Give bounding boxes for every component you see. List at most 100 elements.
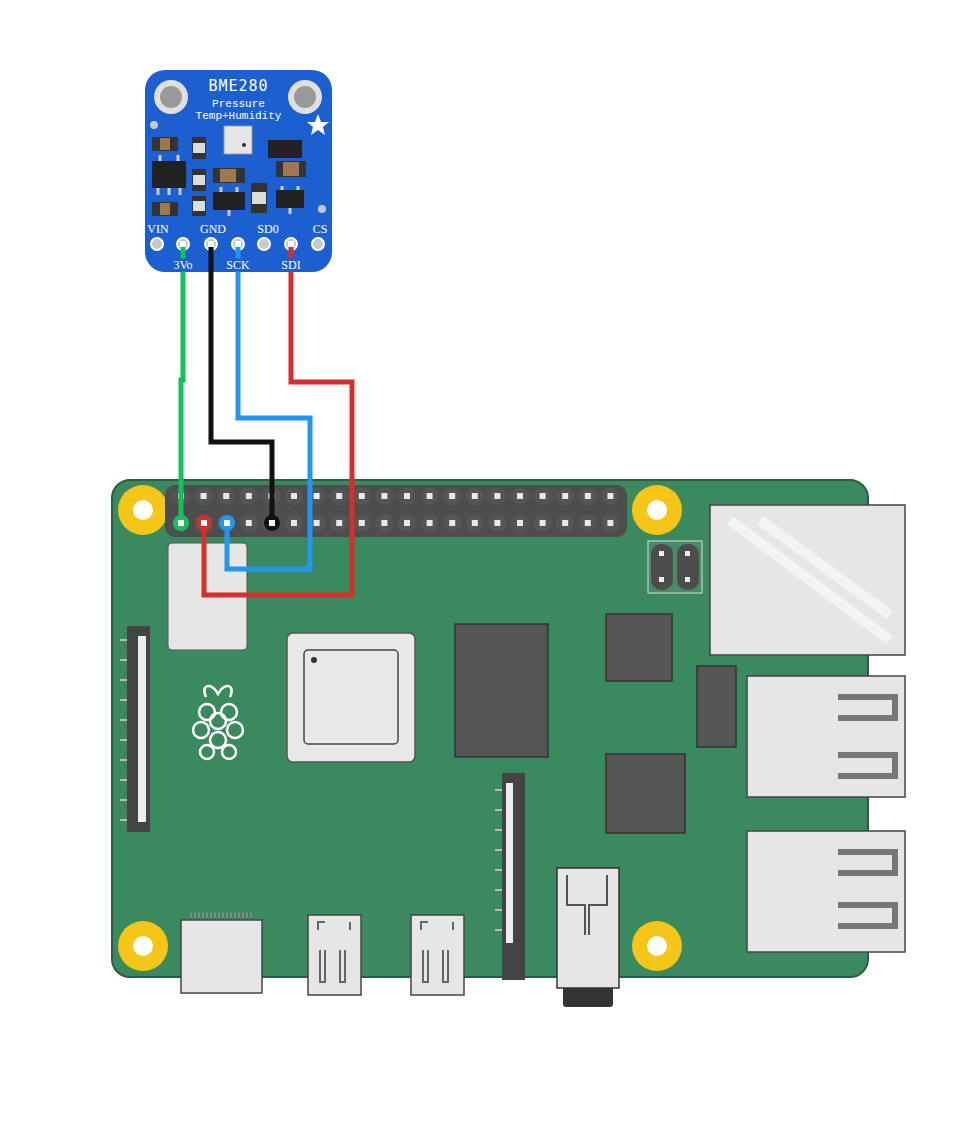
- raspberry-pi-board-part: [685, 577, 690, 582]
- gpio-header-part: [217, 487, 235, 505]
- raspberry-pi-board: [112, 480, 905, 1007]
- gpio-header-part: [607, 520, 613, 526]
- gpio-header-part: [472, 493, 478, 499]
- bme280-breakout-part: [307, 114, 329, 135]
- gpio-header-part: [472, 520, 478, 526]
- bme280-breakout-part: [282, 186, 298, 214]
- raspberry-pi-board-part: [730, 520, 890, 640]
- gpio-header-part: [511, 487, 529, 505]
- bme280-breakout-part: [276, 161, 306, 177]
- bme280-breakout-part: [192, 196, 206, 216]
- raspberry-pi-board-part: [659, 577, 664, 582]
- bme280-breakout-part: [213, 168, 245, 183]
- raspberry-pi-board-part: [567, 875, 607, 935]
- bme280-breakout-part: [145, 70, 332, 272]
- gpio-header-part: [336, 520, 342, 526]
- board-name: BME280: [145, 77, 332, 95]
- bme280-breakout-part: [283, 162, 299, 176]
- bme280-breakout-part: [312, 238, 324, 250]
- bme280-breakout-part: [276, 190, 304, 208]
- raspberry-pi-board-part-part: [222, 745, 236, 759]
- gpio-header-part: [262, 514, 280, 532]
- gpio-header-part: [381, 493, 387, 499]
- gpio-header-part: [427, 493, 433, 499]
- bme280-breakout-part: [221, 187, 237, 216]
- gpio-header-part: [291, 493, 297, 499]
- bme280-breakout-part: [318, 205, 326, 213]
- gpio-header-part: [359, 493, 365, 499]
- bme280-breakout-part: [192, 169, 206, 191]
- jumper-wires-part: [211, 244, 272, 523]
- raspberry-pi-board-part: [651, 544, 673, 590]
- gpio-header-part: [511, 514, 529, 532]
- raspberry-pi-board-part: [133, 936, 153, 956]
- bme280-breakout-part: [158, 155, 180, 195]
- raspberry-pi-board-part: [697, 666, 736, 747]
- gpio-header-part: [285, 514, 303, 532]
- raspberry-pi-board-part: [118, 921, 168, 971]
- pin-label: SDI: [280, 259, 301, 272]
- raspberry-pi-board-part: [632, 485, 682, 535]
- gpio-header-part: [330, 514, 348, 532]
- gpio-header-part: [556, 487, 574, 505]
- raspberry-pi-board-part: [318, 922, 350, 982]
- gpio-header-part: [534, 514, 552, 532]
- gpio-header-part: [336, 493, 342, 499]
- pin-label: VIN: [146, 223, 169, 236]
- gpio-header-part: [375, 487, 393, 505]
- gpio-header-part: [494, 520, 500, 526]
- bme280-breakout-part: [150, 121, 158, 129]
- gpio-header-part: [585, 520, 591, 526]
- raspberry-pi-board-part-part: [193, 722, 209, 738]
- raspberry-pi-board-part: [747, 831, 905, 952]
- gpio-header-part: [607, 493, 613, 499]
- raspberry-pi-board-part: [127, 626, 150, 832]
- jumper-wires-part: [227, 244, 310, 569]
- wire-ends-part: [173, 515, 189, 531]
- raspberry-pi-board-part: [606, 614, 672, 681]
- jumper-wires-part: [181, 244, 183, 523]
- raspberry-pi-board-part: [838, 697, 895, 776]
- gpio-header-part: [195, 514, 213, 532]
- wire-ends-part: [180, 241, 186, 247]
- wire-ends-part: [196, 515, 212, 531]
- gpio-header-part: [421, 514, 439, 532]
- wire-ends-part: [264, 515, 280, 531]
- wire-ends-part: [288, 241, 294, 247]
- raspberry-pi-board-part: [118, 485, 168, 535]
- bme280-breakout-part: [294, 86, 316, 108]
- raspberry-pi-board-part: [647, 936, 667, 956]
- gpio-header-part: [246, 493, 252, 499]
- bme280-breakout-part: [160, 203, 170, 215]
- raspberry-pi-board-part-part: [210, 732, 226, 748]
- gpio-header-part: [353, 514, 371, 532]
- pin-label: GND: [199, 223, 227, 236]
- gpio-header-part: [449, 493, 455, 499]
- bme280-breakout-part: [152, 137, 178, 151]
- gpio-header-part: [449, 520, 455, 526]
- gpio-header-part: [246, 520, 252, 526]
- gpio-header-part: [601, 487, 619, 505]
- gpio-header: [165, 485, 627, 537]
- gpio-header-part: [223, 520, 229, 526]
- bme280-breakout: [145, 70, 332, 272]
- gpio-header-part: [556, 514, 574, 532]
- raspberry-pi-board-part-part: [221, 704, 237, 720]
- gpio-header-part: [201, 520, 207, 526]
- gpio-header-part: [585, 493, 591, 499]
- gpio-header-part: [285, 487, 303, 505]
- gpio-header-part: [443, 514, 461, 532]
- gpio-header-part: [562, 520, 568, 526]
- raspberry-pi-board-part: [647, 500, 667, 520]
- gpio-header-part: [375, 514, 393, 532]
- raspberry-pi-board-part: [747, 676, 905, 797]
- raspberry-pi-board-part: [557, 868, 619, 988]
- gpio-header-part: [466, 487, 484, 505]
- raspberry-pi-board-part: [677, 544, 699, 590]
- raspberry-pi-board-part: [133, 500, 153, 520]
- pin-label: CS: [312, 223, 329, 236]
- gpio-header-part: [178, 520, 184, 526]
